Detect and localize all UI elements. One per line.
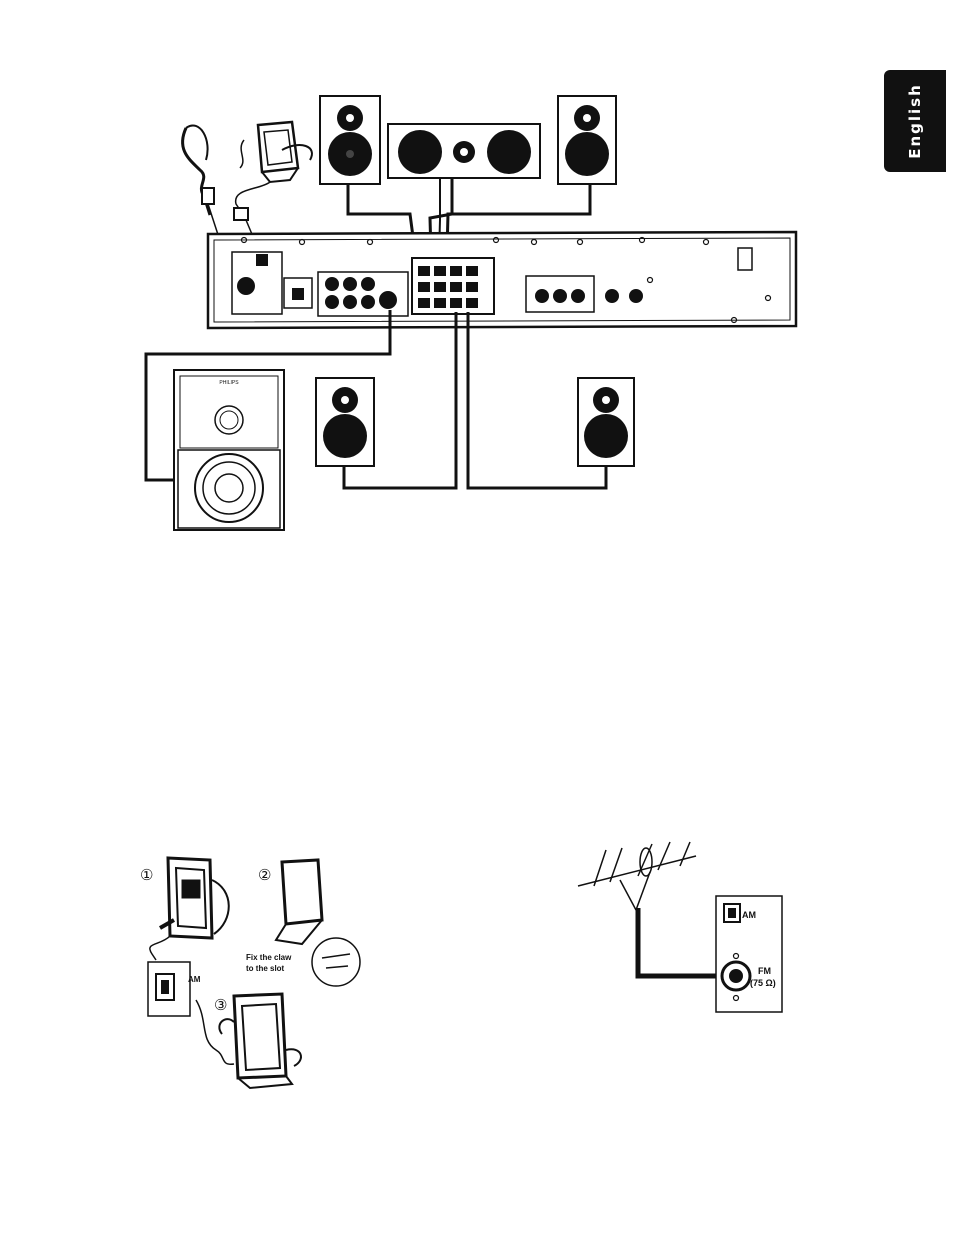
claw-note-line-2: to the slot [246, 964, 285, 973]
step-1-loop [150, 858, 229, 960]
rear-right-speaker [578, 378, 634, 466]
step-3-marker: ③ [214, 997, 227, 1014]
am-loop-assembly-figure: ① ② Fix the claw to the slot AM ③ [130, 850, 370, 1100]
step-2-marker: ② [258, 867, 271, 884]
main-unit-rear-panel [208, 232, 796, 328]
fm-socket-label: FM [758, 966, 771, 976]
front-left-speaker [320, 96, 380, 184]
subwoofer-brand: PHILIPS [219, 380, 239, 386]
step-2-loop [276, 860, 360, 986]
step-1-marker: ① [140, 867, 153, 884]
fm-impedance-label: (75 Ω) [750, 978, 776, 988]
center-speaker [388, 124, 540, 178]
rear-left-speaker [316, 378, 374, 466]
subwoofer: PHILIPS [174, 370, 284, 530]
speaker-connection-diagram: PHILIPS [0, 0, 954, 560]
outdoor-antenna [578, 842, 696, 910]
front-right-speaker [558, 96, 616, 184]
am-socket-label: AM [188, 975, 201, 984]
rear-speaker-cables [344, 312, 606, 488]
claw-note-line-1: Fix the claw [246, 953, 292, 962]
step-3-loop [196, 994, 301, 1088]
fm-outdoor-antenna-figure: AM FM (75 Ω) [560, 840, 800, 1020]
fm-panel-am-label: AM [742, 910, 756, 920]
am-socket-box [148, 962, 190, 1016]
